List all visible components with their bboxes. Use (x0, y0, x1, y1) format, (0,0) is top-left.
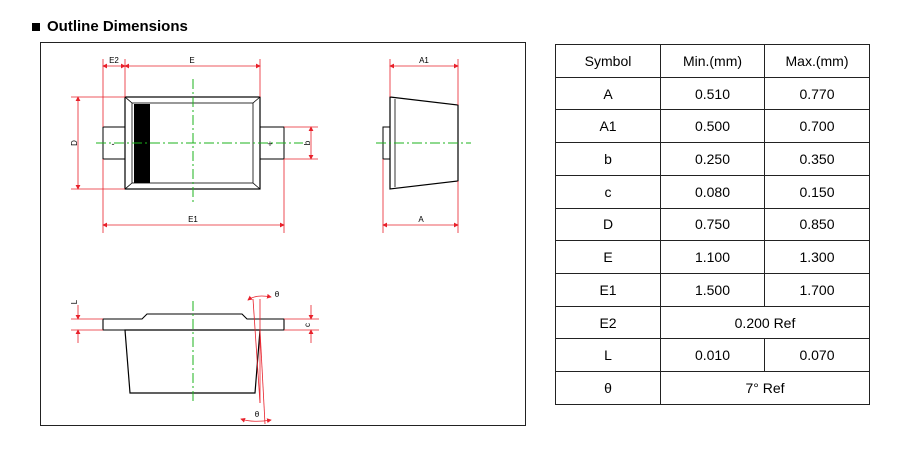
cell-min: 0.010 (660, 338, 765, 373)
table-row: A1 0.500 0.700 (555, 109, 870, 144)
cell-symbol: A1 (555, 109, 661, 144)
table-header-row: Symbol Min.(mm) Max.(mm) (555, 44, 870, 78)
cell-symbol: E2 (555, 305, 661, 340)
cell-max: 0.700 (764, 109, 870, 144)
section-title-text: Outline Dimensions (47, 18, 188, 35)
cell-merged: 7° Ref (660, 371, 870, 405)
label-d: D (70, 140, 79, 146)
minus-mark: - (112, 139, 115, 149)
cell-symbol: D (555, 207, 661, 242)
outline-drawing: - + E2 E D b (70, 56, 471, 425)
cell-min: 0.750 (660, 207, 765, 242)
cell-symbol: E (555, 240, 661, 275)
table-row: b 0.250 0.350 (555, 142, 870, 176)
cell-min: 0.080 (660, 174, 765, 209)
cell-symbol: θ (555, 371, 661, 405)
cell-symbol: E1 (555, 273, 661, 307)
cell-min: 1.500 (660, 273, 765, 307)
label-e2: E2 (109, 56, 119, 65)
side-view: A1 A (376, 56, 471, 233)
cell-symbol: c (555, 174, 661, 209)
cell-merged: 0.200 Ref (660, 305, 870, 340)
header-max: Max.(mm) (764, 44, 870, 78)
cell-max: 0.070 (764, 338, 870, 373)
dimensions-table: Symbol Min.(mm) Max.(mm) A 0.510 0.770 A… (555, 44, 870, 405)
cell-max: 0.350 (764, 142, 870, 176)
table-row: E2 0.200 Ref (555, 305, 870, 340)
table-row: θ 7° Ref (555, 371, 870, 405)
cell-symbol: L (555, 338, 661, 373)
label-b: b (303, 140, 312, 145)
cell-max: 0.850 (764, 207, 870, 242)
label-theta-bottom: θ (255, 410, 260, 419)
cell-max: 1.300 (764, 240, 870, 275)
table-row: L 0.010 0.070 (555, 338, 870, 373)
label-l: L (70, 299, 79, 304)
label-theta-top: θ (275, 290, 280, 299)
label-c: c (303, 323, 312, 327)
header-symbol: Symbol (555, 44, 661, 78)
table-row: c 0.080 0.150 (555, 174, 870, 209)
top-view: - + E2 E D b (70, 56, 318, 233)
label-e1: E1 (188, 215, 198, 224)
label-a1: A1 (419, 56, 429, 65)
cell-symbol: b (555, 142, 661, 176)
label-a: A (418, 215, 424, 224)
table-row: E1 1.500 1.700 (555, 273, 870, 307)
table-row: E 1.100 1.300 (555, 240, 870, 275)
label-e: E (189, 56, 194, 65)
table-row: D 0.750 0.850 (555, 207, 870, 242)
plus-mark: + (267, 139, 272, 149)
table-row: A 0.510 0.770 (555, 76, 870, 111)
cell-max: 0.770 (764, 76, 870, 111)
outline-drawing-frame: - + E2 E D b (40, 42, 526, 426)
cell-min: 0.510 (660, 76, 765, 111)
square-bullet-icon (32, 22, 40, 31)
cell-min: 0.500 (660, 109, 765, 144)
cell-max: 0.150 (764, 174, 870, 209)
cell-symbol: A (555, 76, 661, 111)
cell-min: 0.250 (660, 142, 765, 176)
header-min: Min.(mm) (660, 44, 765, 78)
cell-min: 1.100 (660, 240, 765, 275)
front-view: L c θ θ (70, 290, 319, 425)
section-title: Outline Dimensions (32, 18, 188, 35)
cell-max: 1.700 (764, 273, 870, 307)
